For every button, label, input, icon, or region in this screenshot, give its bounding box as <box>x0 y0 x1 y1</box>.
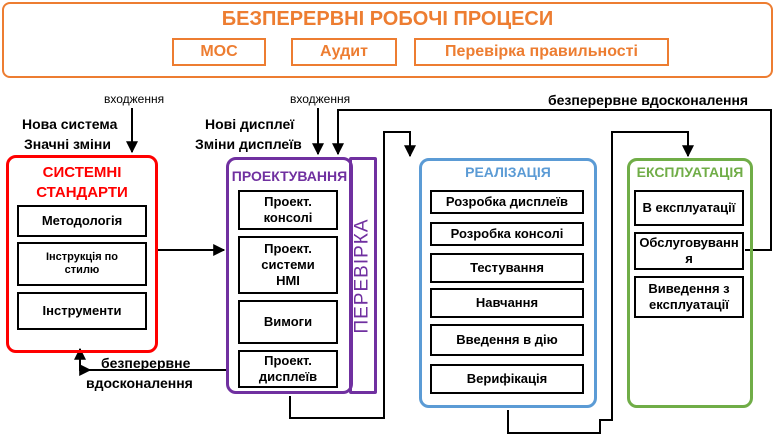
entry-note-mid: входження <box>290 92 351 106</box>
system-standards-phase <box>6 155 158 353</box>
banner-title: БЕЗПЕРЕРВНІ РОБОЧІ ПРОЦЕСИ <box>221 8 554 30</box>
entry-note-left: входження <box>104 92 165 106</box>
box-in-operation: В експлуатації <box>634 190 744 226</box>
box-verification: Верифікація <box>430 364 584 394</box>
arrow-design-to-impl <box>289 131 416 419</box>
box-training: Навчання <box>430 288 584 318</box>
box-commissioning: Введення в дію <box>430 324 584 356</box>
box-hmi-system-design: Проект. системи HMI <box>238 236 338 294</box>
implementation-phase <box>419 158 597 408</box>
box-methodology: Методологія <box>17 205 147 237</box>
box-decommissioning: Виведення з експлуатації <box>634 276 744 318</box>
entry-line-new-displays: Нові дисплеї <box>205 116 295 132</box>
entry-line-major-changes: Значні зміни <box>24 136 111 152</box>
operation-title: ЕКСПЛУАТАЦІЯ <box>636 164 744 180</box>
improvement-label-bottom-2: вдосконалення <box>86 375 193 391</box>
verification-bar <box>349 157 377 394</box>
entry-line-display-changes: Зміни дисплеїв <box>195 136 302 152</box>
operation-phase <box>627 158 753 408</box>
box-style-guide: Інструкція по стилю <box>17 242 147 286</box>
box-display-design: Проект. дисплеїв <box>238 350 338 388</box>
box-console-development: Розробка консолі <box>430 222 584 246</box>
improvement-loop-top <box>332 109 772 251</box>
improvement-label-top: безперервне вдосконалення <box>548 92 749 108</box>
arrow-impl-to-ops <box>507 131 694 434</box>
improvement-label-bottom-1: безперервне <box>101 355 191 371</box>
box-display-development: Розробка дисплеїв <box>430 190 584 214</box>
implementation-title: РЕАЛІЗАЦІЯ <box>465 164 551 180</box>
chip-validation: Перевірка правильності <box>414 38 669 66</box>
system-standards-title: СИСТЕМНІ СТАНДАРТИ <box>36 164 128 201</box>
verification-label: ПЕРЕВІРКА <box>352 217 374 334</box>
box-testing: Тестування <box>430 253 584 283</box>
entry-line-new-system: Нова система <box>22 116 118 132</box>
continuous-processes-banner <box>2 2 773 78</box>
box-requirements: Вимоги <box>238 300 338 344</box>
box-tools: Інструменти <box>17 292 147 330</box>
chip-audit: Аудит <box>291 38 397 66</box>
box-console-design: Проект. консолі <box>238 190 338 230</box>
chip-moc: МОС <box>172 38 266 66</box>
box-maintenance: Обслуговування <box>634 232 744 270</box>
design-title: ПРОЕКТУВАННЯ <box>231 168 348 184</box>
